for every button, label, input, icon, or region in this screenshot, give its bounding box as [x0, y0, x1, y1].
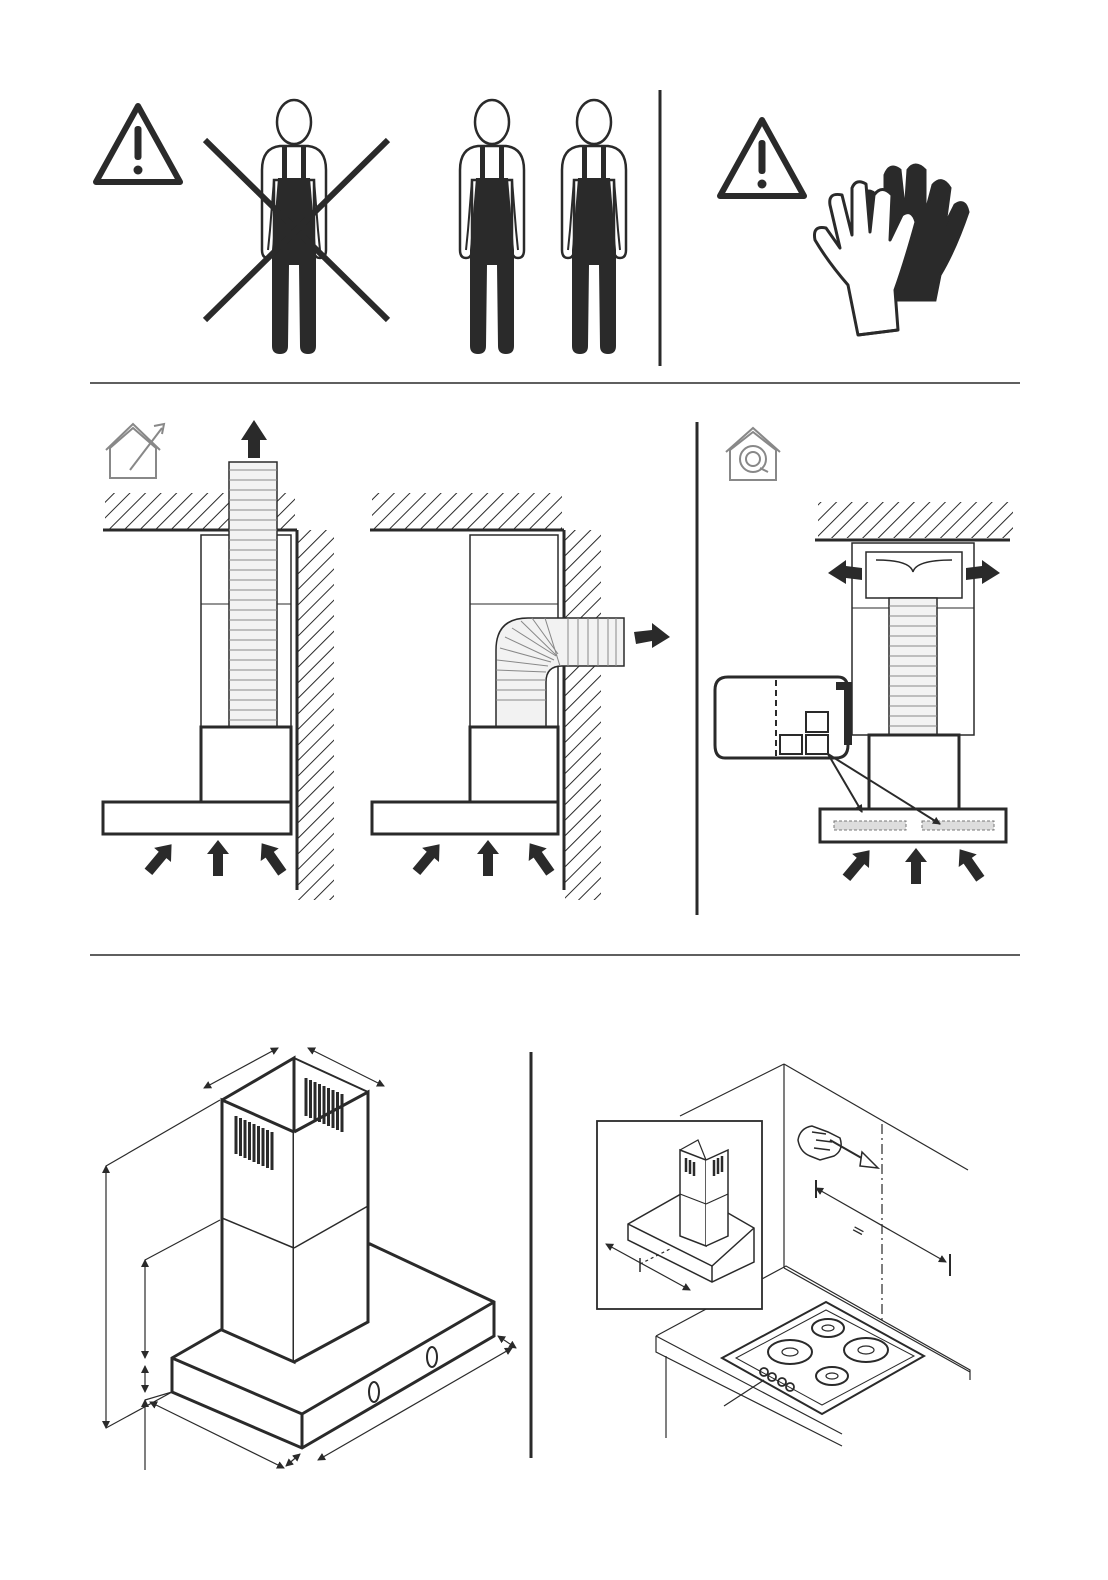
installation-section: = [106, 1048, 970, 1470]
vertical-duct-extraction [103, 420, 334, 900]
ceiling-hatch [818, 502, 1013, 538]
two-installers-allowed [460, 100, 626, 354]
exhaust-arrow [241, 420, 267, 458]
single-installer-forbidden [205, 100, 388, 354]
recirculation-with-filters [715, 502, 1013, 885]
hand-with-pencil-icon [798, 1126, 878, 1168]
equal-distance-mark: = [848, 1219, 869, 1242]
charcoal-filter [834, 821, 906, 830]
airflow-arrow [838, 843, 878, 885]
airflow-arrow [207, 840, 229, 876]
installer-figure [562, 100, 626, 354]
warning-triangle-icon [96, 106, 180, 182]
ceiling-hatch [372, 493, 562, 529]
airflow-arrow [477, 840, 499, 876]
chimney-hood-dimension-drawing [106, 1048, 516, 1470]
airflow-arrow [140, 837, 180, 879]
wall-hatch [565, 530, 601, 900]
airflow-arrow [951, 843, 990, 885]
house-with-recirculation-spiral-icon [726, 428, 780, 480]
flexible-duct [229, 462, 277, 727]
charcoal-filter [922, 821, 994, 830]
hood-canopy [103, 802, 291, 834]
installer-figure [460, 100, 524, 354]
side-duct-extraction [370, 493, 670, 900]
wall-hatch [298, 530, 334, 900]
wall-marking-above-hob: = [597, 1064, 970, 1446]
flexible-duct-elbow [496, 618, 624, 727]
airflow-arrow [521, 837, 560, 879]
airflow-arrow [905, 848, 927, 884]
protective-gloves-icon [814, 165, 968, 335]
house-with-outward-arrow-icon [106, 424, 164, 478]
airflow-arrow [408, 837, 448, 879]
airflow-arrow [253, 837, 292, 879]
exhaust-arrow [634, 623, 670, 648]
deflector-box [866, 552, 962, 598]
warning-triangle-icon [720, 120, 804, 196]
ventilation-section [103, 420, 1013, 915]
hood-canopy [372, 802, 558, 834]
safety-section [96, 90, 968, 366]
